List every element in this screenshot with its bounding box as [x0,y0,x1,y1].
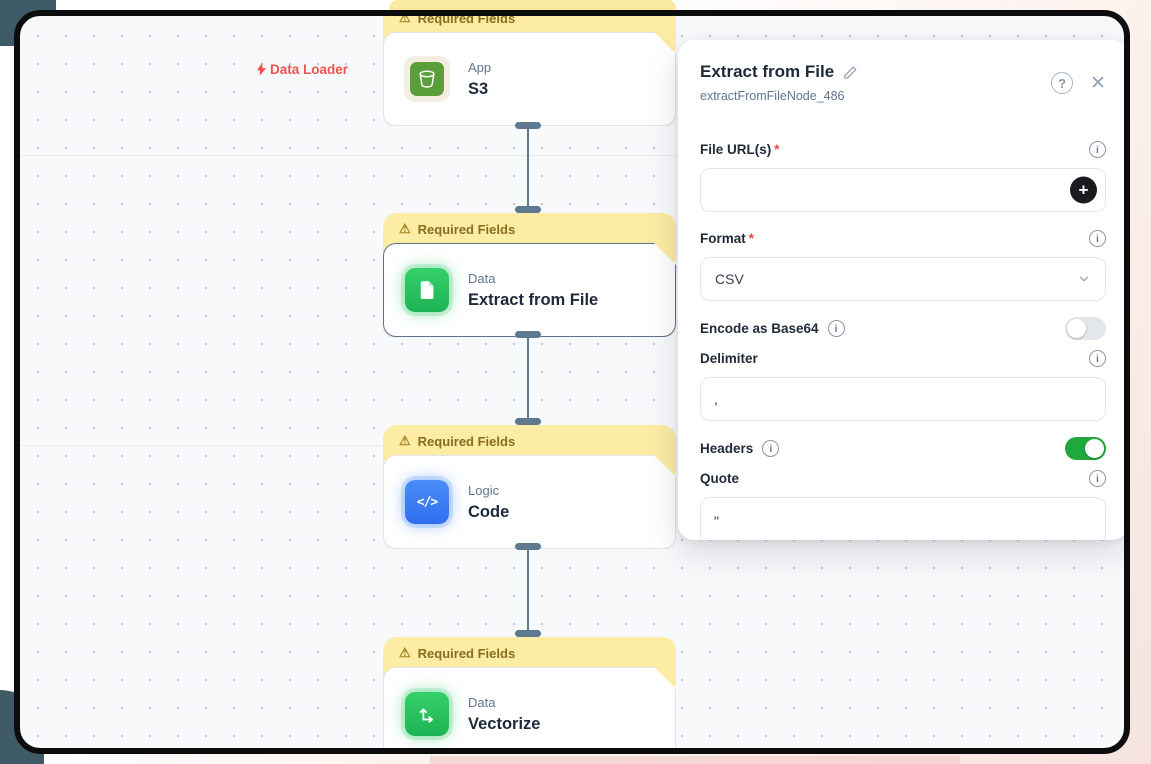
connector-handle[interactable] [515,543,541,550]
banner-text: Required Fields [417,645,516,661]
page-bottom-accent-bar [430,756,960,764]
file-urls-input[interactable] [700,168,1106,212]
node-vectorize: ⚠ Required Fields Data Vectorize [383,637,676,754]
banner-text: Required Fields [417,10,516,26]
add-file-url-button[interactable]: + [1070,176,1097,204]
format-select[interactable]: CSV [700,257,1106,301]
node-icon-container [404,56,450,102]
node-card-s3[interactable]: App S3 [383,32,676,126]
node-title: Vectorize [468,714,541,733]
node-card-extract-from-file[interactable]: Data Extract from File [383,243,676,337]
node-title: Code [468,502,510,521]
code-brackets-icon: </> [405,480,449,524]
connector-edge [527,129,529,209]
node-code: ⚠ Required Fields </> Logic Code [383,425,676,549]
data-loader-tag[interactable]: Data Loader [256,62,348,77]
panel-title: Extract from File [700,62,835,81]
node-config-panel: Extract from File extractFromFileNode_48… [678,40,1128,540]
edit-pencil-icon[interactable] [843,65,858,80]
s3-bucket-icon [410,62,444,96]
help-icon[interactable]: ? [1051,72,1074,94]
connector-handle[interactable] [515,331,541,338]
node-category: Data [468,694,496,710]
headers-toggle[interactable] [1065,437,1106,460]
node-category: Logic [468,482,500,498]
branch-arrows-icon [405,692,449,736]
warning-triangle-icon: ⚠ [399,433,411,448]
format-selected-value: CSV [715,271,744,287]
format-label: Format* [700,231,755,246]
info-icon[interactable]: i [1089,230,1106,247]
quote-label: Quote [700,471,739,486]
delimiter-label: Delimiter [700,351,758,366]
node-s3: ⚠ Required Fields App S3 [383,10,676,126]
delimiter-input[interactable] [700,377,1106,421]
warning-triangle-icon: ⚠ [399,645,411,660]
connector-handle[interactable] [515,418,541,425]
canvas-gridline [14,155,1130,156]
connector-handle[interactable] [515,122,541,129]
info-icon[interactable]: i [1089,350,1106,367]
node-category: Data [468,270,496,286]
banner-text: Required Fields [417,433,516,449]
node-category: App [468,59,492,75]
node-extract-from-file: ⚠ Required Fields Data Extract from File [383,213,676,337]
node-id: extractFromFileNode_486 [700,89,845,103]
banner-text: Required Fields [417,221,516,237]
connector-edge [527,338,529,421]
warning-triangle-icon: ⚠ [399,10,411,25]
toggle-knob [1067,319,1086,338]
file-document-icon [405,268,449,312]
required-asterisk: * [748,231,755,246]
headers-label: Headers [700,441,754,456]
connector-handle[interactable] [515,206,541,213]
node-card-code[interactable]: </> Logic Code [383,455,676,549]
workflow-canvas[interactable]: Data Loader ⚠ Required Fields App S3 [14,10,1130,754]
file-urls-label: File URL(s)* [700,142,780,157]
info-icon[interactable]: i [762,440,780,457]
node-icon-container [404,267,450,313]
info-icon[interactable]: i [1089,470,1106,487]
node-icon-container [404,691,450,737]
node-title: S3 [468,79,489,98]
encode-base64-label: Encode as Base64 [700,321,819,336]
encode-base64-toggle[interactable] [1065,317,1106,340]
node-icon-container: </> [404,479,450,525]
required-asterisk: * [774,142,780,157]
connector-edge [527,550,529,633]
clipped-banner-sliver [389,0,676,10]
node-title: Extract from File [468,290,599,309]
info-icon[interactable]: i [827,320,845,337]
close-icon[interactable]: ✕ [1090,72,1106,94]
quote-input[interactable] [700,497,1106,540]
connector-handle[interactable] [515,630,541,637]
node-card-vectorize[interactable]: Data Vectorize [383,667,676,754]
info-icon[interactable]: i [1089,141,1106,158]
data-loader-label: Data Loader [270,62,349,77]
warning-triangle-icon: ⚠ [399,221,411,236]
chevron-down-icon [1079,276,1089,282]
toggle-knob [1085,439,1104,458]
lightning-bolt-icon [256,63,267,76]
